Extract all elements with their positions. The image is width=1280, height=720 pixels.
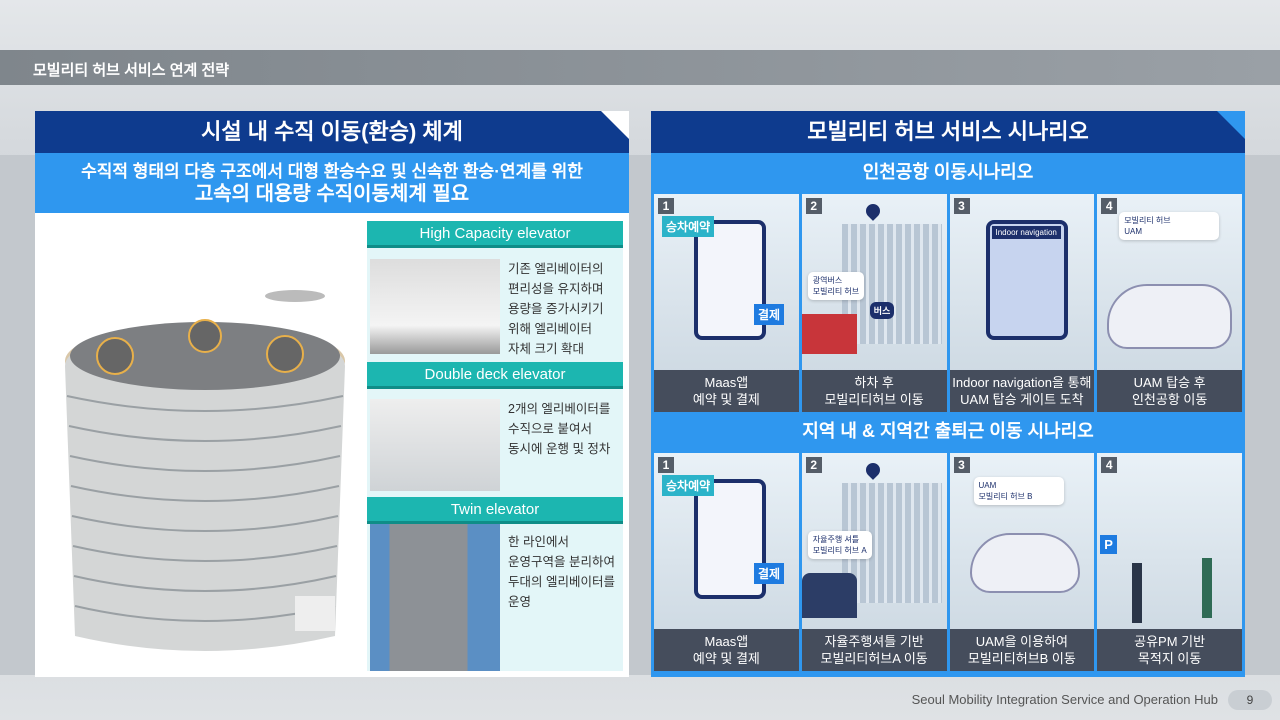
- double-deck-elevator-image: [370, 399, 500, 491]
- card-caption: Maas앱 예약 및 결제: [654, 629, 799, 671]
- uam-aircraft-illustration: [969, 533, 1080, 593]
- scenario-cards-incheon: 1 승차예약 결제 Maas앱 예약 및 결제 2 광역버스 모빌리티 허브 버…: [651, 191, 1245, 412]
- elevator-type-title: High Capacity elevator: [367, 221, 623, 248]
- step-number: 4: [1101, 457, 1118, 473]
- footer-text: Seoul Mobility Integration Service and O…: [911, 692, 1218, 707]
- subtitle-line: 수직적 형태의 다층 구조에서 대형 환승수요 및 신속한 환승·연계를 위한: [81, 162, 583, 181]
- elevator-type-description: 2개의 엘리베이터를 수직으로 붙여서 동시에 운행 및 정차: [508, 402, 611, 456]
- card-caption: Maas앱 예약 및 결제: [654, 370, 799, 412]
- card-caption: 하차 후 모빌리티허브 이동: [801, 370, 947, 412]
- scenario-card: 1 승차예약 결제 Maas앱 예약 및 결제: [654, 453, 799, 671]
- step-number: 2: [805, 457, 822, 473]
- payment-tag: 결제: [754, 304, 785, 325]
- subtitle-line-emphasis: 고속의 대용량 수직이동체계 필요: [194, 183, 470, 205]
- scenario-card: 4 P 공유PM 기반 목적지 이동: [1097, 453, 1242, 671]
- scenario-card: 1 승차예약 결제 Maas앱 예약 및 결제: [654, 194, 799, 412]
- route-bubble: 자율주행 셔틀 모빌리티 허브 A: [807, 531, 872, 559]
- panel-title: 시설 내 수직 이동(환승) 체계: [35, 111, 629, 153]
- card-caption: 자율주행셔틀 기반 모빌리티허브A 이동: [801, 629, 947, 671]
- high-capacity-elevator-image: [370, 259, 500, 354]
- card-caption: 공유PM 기반 목적지 이동: [1097, 629, 1242, 671]
- elevator-type-title: Double deck elevator: [367, 362, 623, 389]
- indoor-navigation-screen-title: Indoor navigation: [991, 226, 1061, 239]
- twin-elevator-image: [370, 524, 500, 671]
- reservation-tag: 승차예약: [662, 216, 715, 237]
- elevator-type-title: Twin elevator: [367, 497, 623, 524]
- vertical-transit-panel: 시설 내 수직 이동(환승) 체계 수직적 형태의 다층 구조에서 대형 환승수…: [35, 111, 629, 677]
- step-number: 3: [953, 198, 970, 214]
- mobility-hub-building-illustration: [65, 290, 345, 651]
- scenario-cards-commute: 1 승차예약 결제 Maas앱 예약 및 결제 2 자율주행 셔틀 모빌리티 허…: [651, 450, 1245, 671]
- reservation-tag: 승차예약: [662, 475, 715, 496]
- elevator-type-description: 기존 엘리베이터의 편리성을 유지하며 용량을 증가시키기 위해 엘리베이터 자…: [508, 262, 604, 356]
- card-caption: UAM 탑승 후 인천공항 이동: [1097, 370, 1242, 412]
- payment-tag: 결제: [754, 563, 785, 584]
- bus-stop-sign: 버스: [869, 302, 895, 319]
- page-title: 모빌리티 허브 서비스 연계 전략: [33, 62, 230, 79]
- step-number: 4: [1101, 198, 1118, 214]
- scenario-card: 3 Indoor navigation Indoor navigation을 통…: [949, 194, 1095, 412]
- uam-aircraft-illustration: [1107, 284, 1233, 349]
- location-pin-icon: [862, 201, 883, 221]
- page-header: 모빌리티 허브 서비스 연계 전략: [0, 50, 1280, 85]
- person-scooter-illustration: [1132, 563, 1143, 623]
- card-caption: Indoor navigation을 통해 UAM 탑승 게이트 도착: [949, 370, 1095, 412]
- panel-subtitle: 수직적 형태의 다층 구조에서 대형 환승수요 및 신속한 환승·연계를 위한 …: [35, 153, 629, 213]
- scenario-card: 3 UAM 모빌리티 허브 B UAM을 이용하여 모빌리티허브B 이동: [949, 453, 1095, 671]
- shuttle-illustration: [801, 573, 857, 618]
- page-number: 9: [1228, 690, 1272, 710]
- scenario-title-incheon: 인천공항 이동시나리오: [651, 153, 1245, 191]
- route-bubble: 광역버스 모빌리티 허브: [807, 272, 865, 300]
- route-bubble: 모빌리티 허브 UAM: [1119, 212, 1220, 240]
- person-scooter-illustration: [1202, 558, 1213, 618]
- phone-navigation-illustration: [985, 220, 1068, 340]
- elevator-type-description: 한 라인에서 운영구역을 분리하여 두대의 엘리베이터를 운영: [508, 535, 615, 609]
- elevator-types: High Capacity elevator 기존 엘리베이터의 편리성을 유지…: [367, 221, 623, 671]
- step-number: 1: [658, 198, 674, 214]
- parking-sign-icon: P: [1100, 535, 1117, 554]
- scenario-title-commute: 지역 내 & 지역간 출퇴근 이동 시나리오: [651, 412, 1245, 450]
- location-pin-icon: [862, 460, 883, 480]
- card-caption: UAM을 이용하여 모빌리티허브B 이동: [949, 629, 1095, 671]
- scenario-card: 2 광역버스 모빌리티 허브 버스 하차 후 모빌리티허브 이동: [801, 194, 947, 412]
- step-number: 3: [953, 457, 970, 473]
- route-bubble: UAM 모빌리티 허브 B: [973, 477, 1064, 505]
- bus-illustration: [801, 314, 857, 354]
- step-number: 2: [805, 198, 822, 214]
- hub-scenario-panel: 모빌리티 허브 서비스 시나리오 인천공항 이동시나리오 1 승차예약 결제 M…: [651, 111, 1245, 677]
- scenario-card: 4 모빌리티 허브 UAM UAM 탑승 후 인천공항 이동: [1097, 194, 1242, 412]
- step-number: 1: [658, 457, 674, 473]
- panel-title: 모빌리티 허브 서비스 시나리오: [651, 111, 1245, 153]
- scenario-card: 2 자율주행 셔틀 모빌리티 허브 A 자율주행셔틀 기반 모빌리티허브A 이동: [801, 453, 947, 671]
